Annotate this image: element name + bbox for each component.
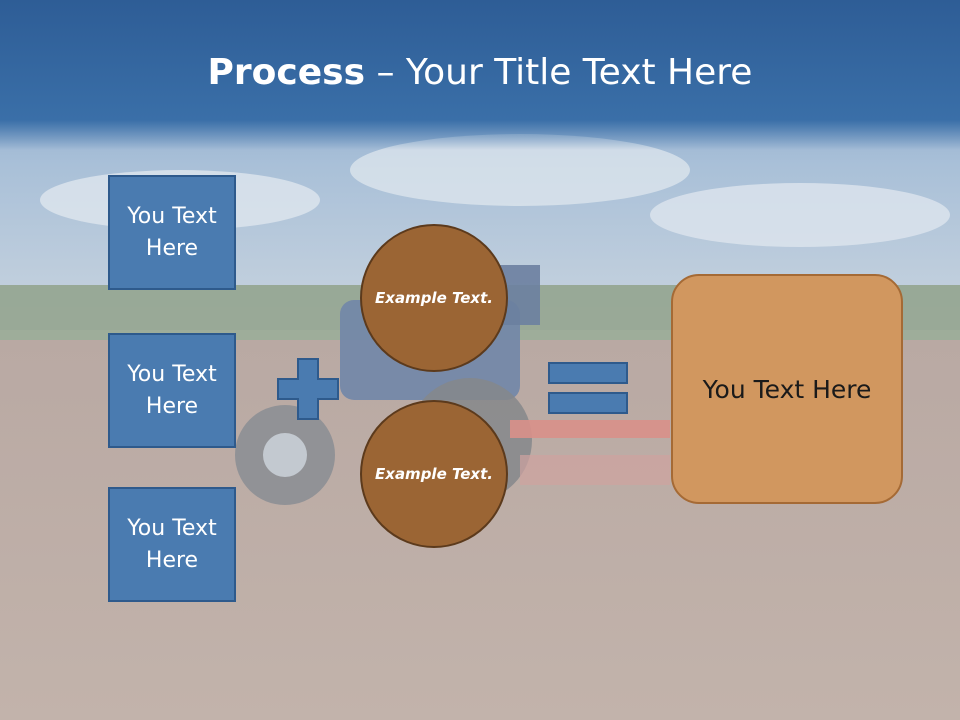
result-box: You Text Here xyxy=(671,274,903,504)
input-box-3: You Text Here xyxy=(108,487,236,602)
equals-icon xyxy=(548,362,628,414)
input-box-1: You Text Here xyxy=(108,175,236,290)
plus-icon xyxy=(277,358,339,420)
page-title: Process – Your Title Text Here xyxy=(0,52,960,93)
input-box-2: You Text Here xyxy=(108,333,236,448)
title-rest: – Your Title Text Here xyxy=(365,52,753,93)
example-circle-1: Example Text. xyxy=(360,224,508,372)
title-bold: Process xyxy=(207,52,366,93)
example-circle-2: Example Text. xyxy=(360,400,508,548)
title-bar xyxy=(0,0,960,150)
